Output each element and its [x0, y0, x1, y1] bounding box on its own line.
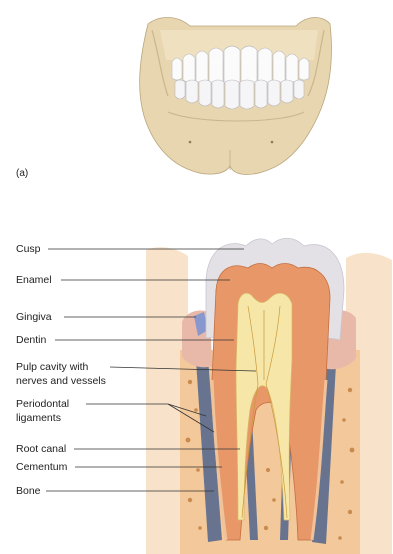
- tooth-cross-section: [146, 238, 392, 554]
- label-cusp: Cusp: [16, 243, 244, 255]
- label-bone-text: Bone: [16, 485, 41, 497]
- label-cementum-text: Cementum: [16, 461, 68, 473]
- label-cusp-text: Cusp: [16, 243, 41, 255]
- label-dentin-text: Dentin: [16, 334, 47, 346]
- label-enamel: Enamel: [16, 274, 230, 286]
- panel-label-a: (a): [16, 168, 28, 179]
- label-pulp-line1: Pulp cavity with: [16, 361, 89, 373]
- label-gingiva-text: Gingiva: [16, 311, 52, 323]
- label-periodontal-line2: ligaments: [16, 412, 61, 424]
- label-pulp-line2: nerves and vessels: [16, 375, 106, 387]
- label-periodontal-line1: Periodontal: [16, 398, 69, 410]
- jaw-illustration: [140, 18, 332, 175]
- label-enamel-text: Enamel: [16, 274, 52, 286]
- label-root-canal-text: Root canal: [16, 443, 66, 455]
